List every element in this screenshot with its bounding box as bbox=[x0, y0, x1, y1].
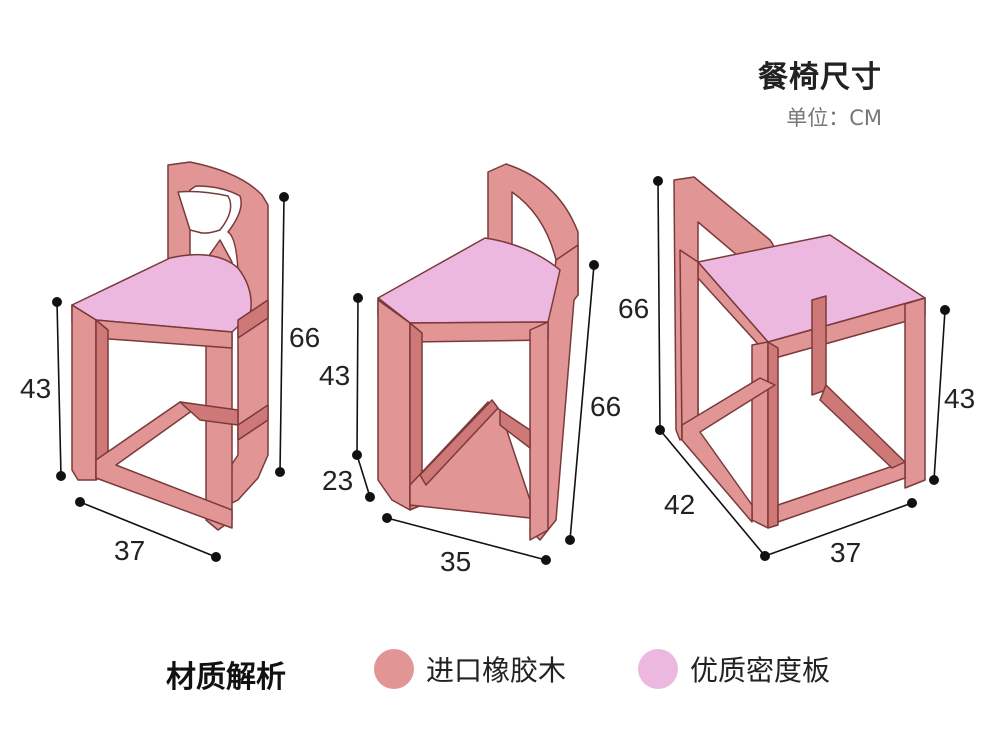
dim-height-back-1: 66 bbox=[289, 322, 320, 353]
chair-corner-view bbox=[377, 163, 579, 541]
chair-left-view bbox=[71, 161, 269, 531]
dim-height-back-2: 66 bbox=[590, 391, 621, 422]
chair-right-dimensions: 66 42 37 43 bbox=[618, 176, 975, 568]
dim-height-back-3: 66 bbox=[618, 293, 649, 324]
legend-label-rubberwood: 进口橡胶木 bbox=[426, 654, 567, 687]
unit-label: 单位：CM bbox=[786, 106, 882, 130]
dim-width-3: 37 bbox=[830, 537, 861, 568]
chair-right-view bbox=[673, 176, 926, 529]
dim-width-1: 37 bbox=[114, 535, 145, 566]
dim-corner-2: 23 bbox=[322, 465, 353, 496]
dim-depth-3: 42 bbox=[664, 489, 695, 520]
legend-title: 材质解析 bbox=[166, 660, 286, 695]
legend-label-mdf: 优质密度板 bbox=[690, 654, 831, 687]
dim-seat-height-3: 43 bbox=[944, 383, 975, 414]
material-legend: 材质解析 进口橡胶木 优质密度板 bbox=[0, 646, 990, 696]
legend-item-rubberwood: 进口橡胶木 bbox=[374, 646, 566, 692]
dim-seat-height-2: 43 bbox=[319, 360, 350, 391]
dim-seat-height-1: 43 bbox=[20, 373, 51, 404]
chair-corner-dimensions: 43 66 23 35 bbox=[319, 260, 621, 577]
page-title: 餐椅尺寸 bbox=[758, 60, 882, 95]
mdf-swatch bbox=[638, 649, 678, 689]
chair-diagram: .f { fill: #e29595; stroke: #7a3a3a; str… bbox=[20, 161, 975, 577]
legend-item-mdf: 优质密度板 bbox=[638, 646, 830, 692]
rubberwood-swatch bbox=[374, 649, 414, 689]
chair-left-dimensions: 66 43 37 bbox=[20, 192, 320, 566]
dim-width-2: 35 bbox=[440, 546, 471, 577]
